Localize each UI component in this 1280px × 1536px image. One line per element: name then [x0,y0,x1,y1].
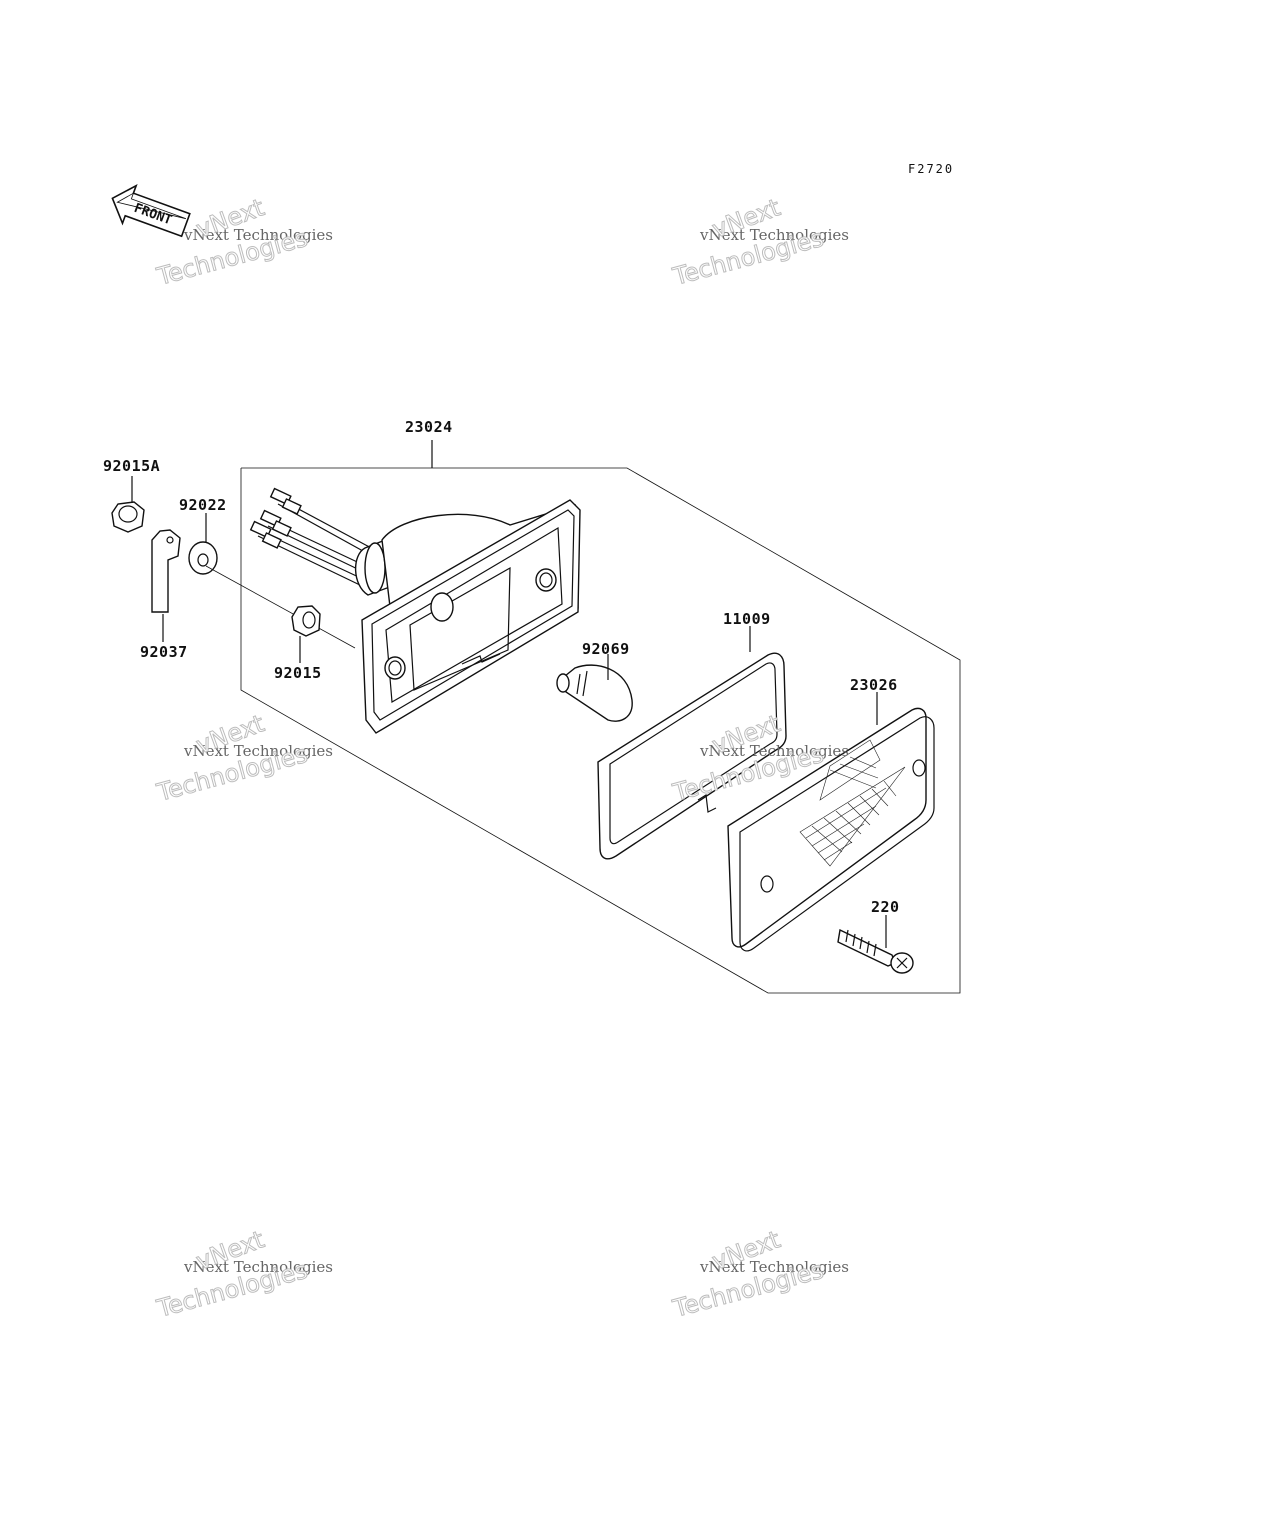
watermark: vNext Technologies vNext Technologies [669,1225,849,1324]
bulb-92069 [556,654,633,722]
watermark: vNext Technologies vNext Technologies [153,709,333,808]
diagram-code: F2720 [908,162,954,176]
nut-92015A [111,476,145,533]
part-number-92022: 92022 [179,496,227,514]
assembly-outline [240,467,961,994]
svg-text:vNext Technologies: vNext Technologies [183,1258,333,1276]
svg-text:vNext Technologies: vNext Technologies [183,226,333,244]
watermark: vNext Technologies [153,193,311,292]
svg-text:vNext Technologies: vNext Technologies [699,742,849,760]
part-number-92015A: 92015A [103,457,160,475]
part-number-23024: 23024 [405,418,453,436]
part-number-92015: 92015 [274,664,322,682]
front-arrow-icon: FRONT [111,183,191,238]
svg-text:vNext Technologies: vNext Technologies [699,226,849,244]
part-number-11009: 11009 [723,610,771,628]
nut-92015 [291,605,321,663]
svg-text:vNext Technologies: vNext Technologies [699,1258,849,1276]
reflector-pattern [799,739,906,867]
svg-text:vNext Technologies: vNext Technologies [183,742,333,760]
part-number-92069: 92069 [582,640,630,658]
tail-light-housing [249,487,581,734]
screw-220 [837,915,914,974]
part-number-92037: 92037 [140,643,188,661]
watermark: vNext Technologies [183,226,333,244]
washer-92022 [188,513,356,649]
watermark: vNext Technologies vNext Technologies [153,1225,333,1324]
gasket-11009 [597,626,787,860]
lens-23026 [727,692,935,952]
watermark: vNext Technologies vNext Technologies [669,193,849,292]
bracket-92037 [151,529,181,642]
part-number-220: 220 [871,898,900,916]
part-number-23026: 23026 [850,676,898,694]
